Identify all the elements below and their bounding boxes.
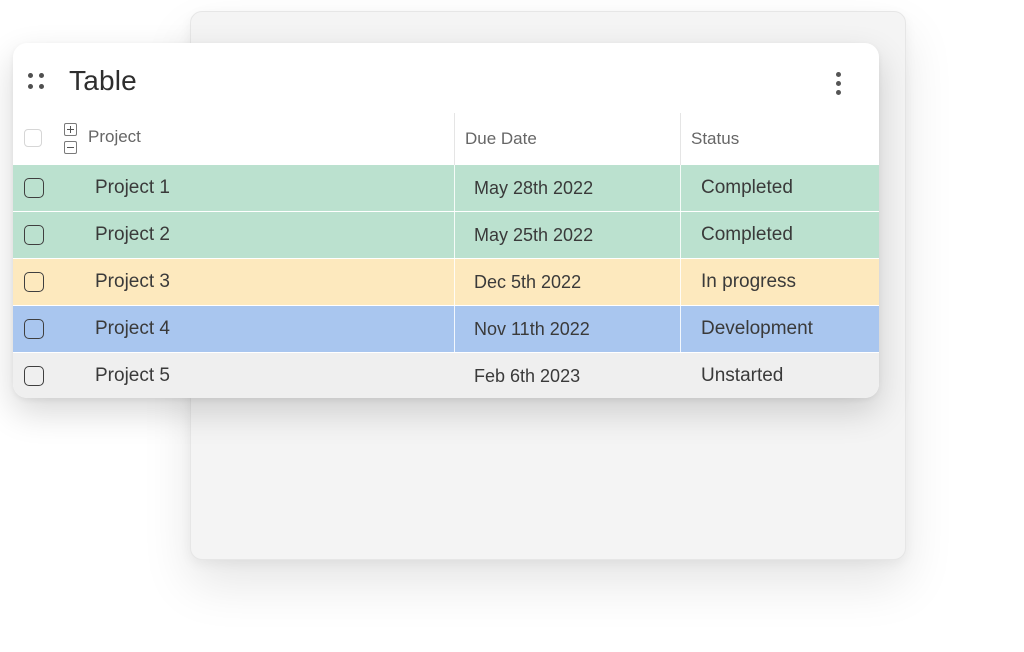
project-name: Project 4 [95,318,170,339]
project-name: Project 5 [95,365,170,386]
cell-divider [454,259,455,305]
row-divider [13,211,879,212]
row-checkbox[interactable] [24,178,44,198]
column-header-project[interactable]: Project [88,127,141,146]
cell-divider [680,306,681,352]
row-checkbox[interactable] [24,366,44,386]
table-widget: Table Project Due Date Status Project 1 … [13,43,879,398]
column-divider [454,113,455,165]
column-header-status[interactable]: Status [691,129,740,148]
project-name: Project 1 [95,177,170,198]
status-text: Unstarted [701,365,784,386]
due-date: May 25th 2022 [474,225,594,245]
table-row[interactable]: Project 5 Feb 6th 2023 Unstarted [13,353,879,398]
row-checkbox[interactable] [24,225,44,245]
table-row[interactable]: Project 4 Nov 11th 2022 Development [13,306,879,352]
row-divider [13,305,879,306]
plus-square-icon[interactable] [64,123,77,136]
table-row[interactable]: Project 2 May 25th 2022 Completed [13,212,879,258]
column-header-due-date[interactable]: Due Date [465,129,537,148]
column-divider [680,113,681,165]
due-date: Dec 5th 2022 [474,272,582,292]
widget-header: Table [13,43,879,113]
status-text: Completed [701,177,793,198]
select-all-checkbox[interactable] [24,129,42,147]
drag-handle-icon[interactable] [28,73,48,93]
widget-title: Table [69,65,137,96]
table-row[interactable]: Project 1 May 28th 2022 Completed [13,165,879,211]
status-text: In progress [701,271,797,292]
more-vertical-icon[interactable] [829,70,847,98]
row-divider [13,352,879,353]
cell-divider [454,306,455,352]
row-checkbox[interactable] [24,319,44,339]
project-name: Project 3 [95,271,170,292]
table-row[interactable]: Project 3 Dec 5th 2022 In progress [13,259,879,305]
due-date: May 28th 2022 [474,178,594,198]
cell-divider [680,259,681,305]
status-text: Development [701,318,813,339]
minus-square-icon[interactable] [64,141,77,154]
row-checkbox[interactable] [24,272,44,292]
cell-divider [680,212,681,258]
status-text: Completed [701,224,793,245]
cell-divider [680,165,681,211]
due-date: Nov 11th 2022 [474,319,590,339]
table-header-row: Project Due Date Status [13,113,879,165]
cell-divider [454,212,455,258]
cell-divider [454,165,455,211]
project-name: Project 2 [95,224,170,245]
row-divider [13,258,879,259]
due-date: Feb 6th 2023 [474,366,581,386]
